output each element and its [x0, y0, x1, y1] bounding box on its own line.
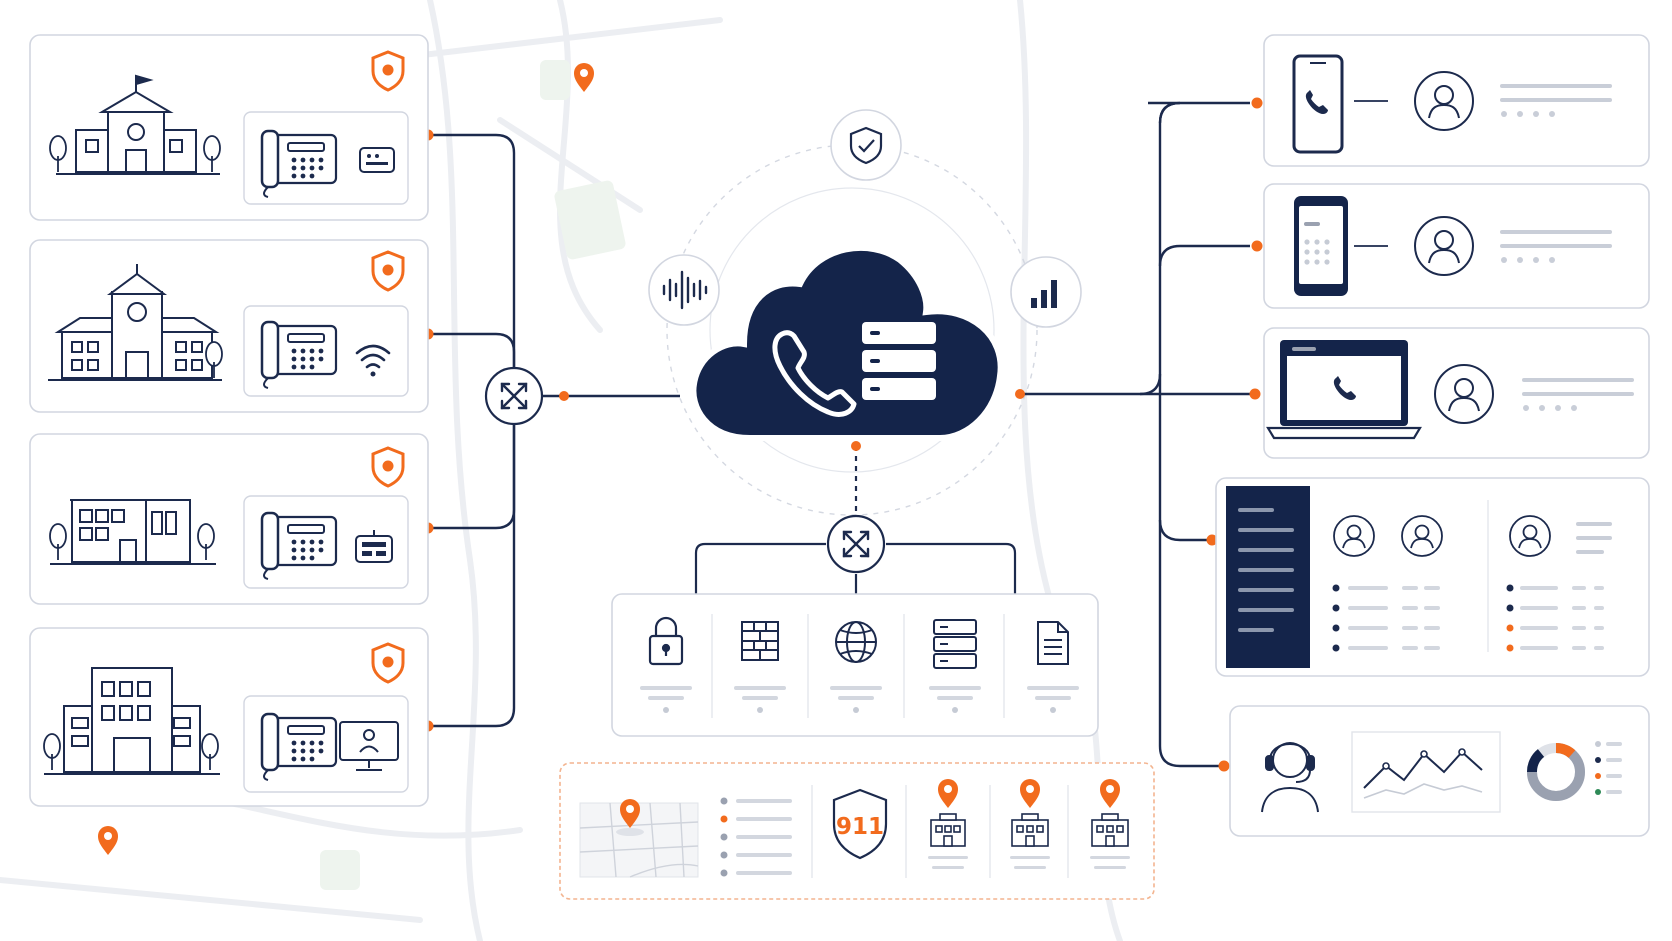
call-center-console: [1215, 477, 1650, 677]
map-location-pin-icon: [574, 63, 594, 92]
dispatch-building-2: [1010, 779, 1050, 869]
security-shield-icon: [371, 50, 405, 92]
server-stack-icon: [862, 322, 936, 400]
campus-site-card-4: [29, 627, 429, 807]
donut-legend: [1595, 741, 1622, 795]
dispatch-building-3: [1090, 779, 1130, 869]
dispatch-building-1: [928, 779, 968, 869]
signal-bars-badge: [1010, 256, 1082, 328]
smartphone-icon: [1294, 196, 1348, 296]
laptop-icon: [1266, 340, 1422, 440]
keypad-device-icon: [359, 147, 395, 173]
globe-icon: [835, 621, 877, 663]
console-sidebar: [1226, 486, 1310, 668]
smartphone-endpoint: [1263, 183, 1650, 309]
map-park: [320, 60, 626, 890]
headset-agent-icon: [1261, 742, 1319, 813]
video-monitor-icon: [339, 721, 399, 771]
cloud-phone-server: [690, 245, 1004, 441]
trend-line-chart: [1351, 731, 1501, 813]
911-shield-badge: 911: [832, 788, 888, 860]
campus-site-card-1: [29, 34, 429, 221]
agent-avatar-icon: [1333, 515, 1375, 557]
security-shield-icon: [371, 250, 405, 292]
network-hub-icon: [484, 366, 544, 426]
user-avatar-icon: [1434, 364, 1494, 424]
location-map-thumbnail: [579, 799, 699, 878]
mobile-phone-endpoint: [1263, 34, 1650, 167]
site-connectors: [428, 101, 1250, 768]
agent-avatar-icon: [1401, 515, 1443, 557]
audio-waveform-badge: [648, 254, 720, 326]
mobile-phone-icon: [1292, 54, 1344, 154]
map-location-pin-icon: [98, 826, 118, 855]
agent-avatar-icon: [1509, 515, 1551, 557]
router-device-icon: [355, 530, 393, 563]
shield-check-badge: [830, 109, 902, 181]
highrise-building-icon: [44, 667, 220, 775]
agent-queue-list: [1332, 584, 1604, 652]
security-shield-icon: [371, 642, 405, 684]
server-icon: [933, 619, 977, 669]
campus-site-card-2: [29, 239, 429, 413]
donut-chart: [1527, 742, 1585, 801]
user-avatar-icon: [1414, 71, 1474, 131]
lock-icon: [648, 616, 684, 666]
cloud-inner-ring: [709, 187, 995, 473]
document-icon: [1037, 621, 1069, 665]
security-shield-icon: [371, 446, 405, 488]
firewall-icon: [741, 621, 779, 661]
clocktower-building-icon: [48, 264, 222, 381]
services-panel: [611, 593, 1099, 737]
agent-analytics-dashboard: [1229, 705, 1650, 837]
emergency-location-panel: 911: [559, 762, 1155, 900]
caller-details-list: [720, 797, 792, 877]
network-hub-icon: [826, 514, 886, 574]
services-connectors: [694, 446, 1017, 594]
911-label: 911: [836, 814, 884, 840]
campus-site-card-3: [29, 433, 429, 605]
school-building-icon: [56, 74, 220, 175]
laptop-endpoint: [1263, 327, 1650, 459]
phone-handset-icon: [772, 330, 857, 417]
office-building-icon: [50, 499, 216, 565]
wifi-icon: [355, 344, 391, 377]
user-avatar-icon: [1414, 216, 1474, 276]
